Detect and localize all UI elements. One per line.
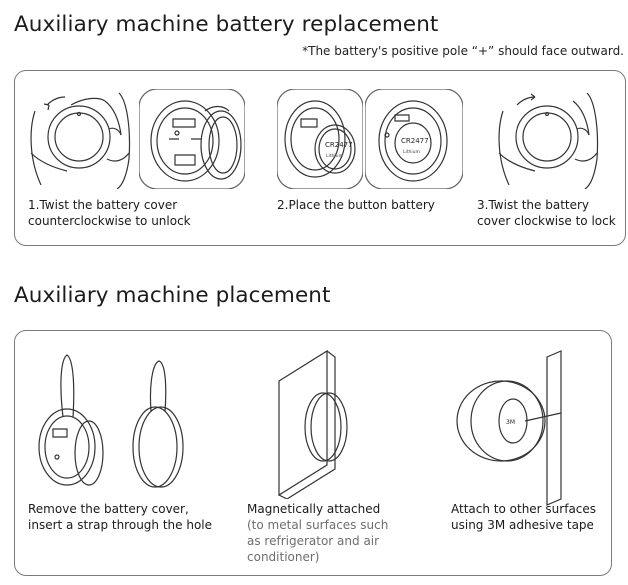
magnetic-caption-sub2: as refrigerator and air: [247, 534, 380, 548]
battery-replacement-panel: CR2477 Lithium CR2477 Lithium: [14, 70, 626, 246]
step3-caption-line2: cover clockwise to lock: [477, 214, 616, 228]
battery-inserted-brand-label: Lithium: [403, 149, 420, 155]
tape-label: 3M: [506, 419, 515, 426]
magnetic-wall-illustration: [277, 349, 361, 499]
battery-model-label: CR2477: [325, 141, 353, 149]
step3-caption-line1: 3.Twist the battery: [477, 198, 590, 212]
battery-brand-label: Lithium: [326, 153, 343, 159]
step2-caption-line1: 2.Place the button battery: [277, 198, 435, 212]
adhesive-tape-illustration: 3M: [451, 347, 571, 507]
magnetic-caption-sub1: (to metal surfaces such: [247, 518, 389, 532]
magnetic-caption-line1: Magnetically attached: [247, 502, 381, 516]
tape-caption-line2: using 3M adhesive tape: [451, 518, 594, 532]
step1-caption: 1.Twist the battery cover counterclockwi…: [28, 197, 191, 229]
step1-caption-line2: counterclockwise to unlock: [28, 214, 191, 228]
magnetic-caption-sub3: conditioner): [247, 550, 320, 564]
step1-open-unit-illustration: [139, 89, 245, 189]
step2-caption: 2.Place the button battery: [277, 197, 435, 213]
strap-closed-unit-illustration: [127, 359, 189, 491]
battery-inserted-model-label: CR2477: [401, 137, 429, 145]
magnetic-caption: Magnetically attached (to metal surfaces…: [247, 501, 388, 565]
placement-panel: 3M Remove the battery cover, insert a st…: [14, 330, 612, 576]
strap-caption-line2: insert a strap through the hole: [28, 518, 213, 532]
battery-polarity-note: *The battery's positive pole “+” should …: [302, 44, 624, 58]
tape-caption: Attach to other surfaces using 3M adhesi…: [451, 501, 596, 533]
strap-caption: Remove the battery cover, insert a strap…: [28, 501, 212, 533]
placement-section-title: Auxiliary machine placement: [14, 283, 331, 308]
tape-caption-line1: Attach to other surfaces: [451, 502, 597, 516]
step1-caption-line1: 1.Twist the battery cover: [28, 198, 178, 212]
step1-twist-illustration: [27, 89, 135, 189]
battery-section-title: Auxiliary machine battery replacement: [14, 12, 439, 37]
step2-battery-inserted-illustration: CR2477 Lithium: [365, 89, 463, 189]
step3-caption: 3.Twist the battery cover clockwise to l…: [477, 197, 616, 229]
step3-twist-illustration: [495, 89, 603, 189]
step2-battery-placement-illustration: CR2477 Lithium: [277, 89, 363, 189]
strap-open-unit-illustration: [33, 353, 113, 493]
strap-caption-line1: Remove the battery cover,: [28, 502, 189, 516]
